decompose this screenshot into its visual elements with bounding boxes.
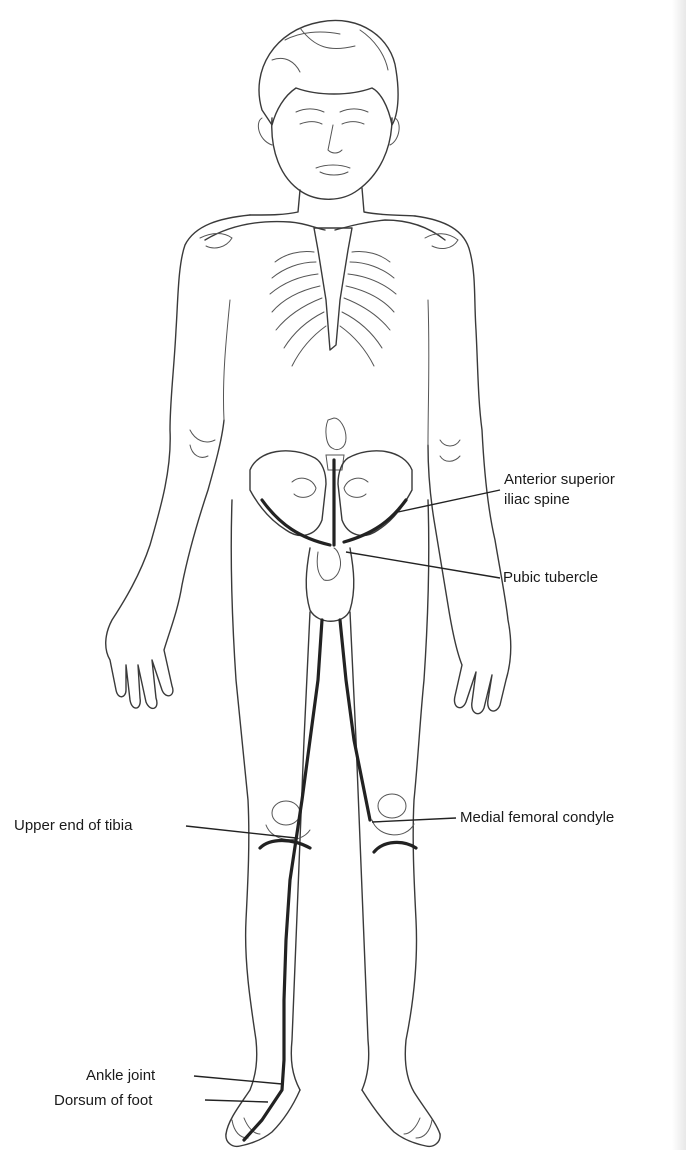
right-foot bbox=[362, 1090, 440, 1146]
label-upper-end-of-tibia: Upper end of tibia bbox=[14, 816, 132, 835]
left-kneecap bbox=[272, 801, 300, 825]
label-dorsum-of-foot: Dorsum of foot bbox=[54, 1091, 152, 1110]
pelvis bbox=[250, 451, 326, 536]
leader-lines bbox=[186, 490, 500, 1102]
marked-course bbox=[244, 460, 416, 1140]
body-outline-right bbox=[415, 216, 511, 714]
page-edge-shadow bbox=[672, 0, 686, 1150]
label-pubic-tubercle: Pubic tubercle bbox=[503, 568, 598, 587]
ribs bbox=[270, 251, 396, 366]
label-anterior-superior-iliac-spine-1: Anterior superior bbox=[504, 470, 615, 489]
label-ankle-joint: Ankle joint bbox=[86, 1066, 155, 1085]
genitals bbox=[306, 548, 354, 621]
hair bbox=[259, 20, 398, 125]
label-medial-femoral-condyle: Medial femoral condyle bbox=[460, 808, 614, 827]
label-anterior-superior-iliac-spine-2: iliac spine bbox=[504, 490, 570, 509]
body-outline-left bbox=[106, 215, 250, 708]
legs-outline bbox=[226, 500, 257, 1134]
sternum bbox=[314, 228, 352, 350]
clavicles bbox=[205, 222, 325, 240]
right-kneecap bbox=[378, 794, 406, 818]
